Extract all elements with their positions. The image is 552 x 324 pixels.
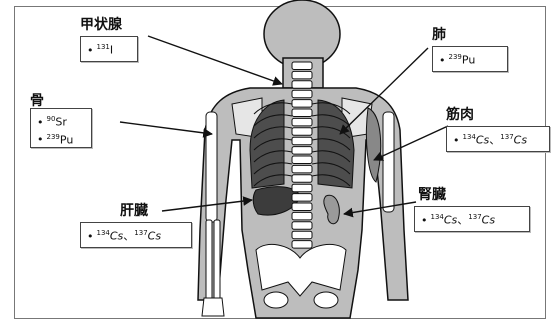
vertebra (292, 71, 312, 79)
nuclide-row: •239Pu (439, 50, 501, 68)
vertebra (292, 203, 312, 211)
nuclide-row: •90Sr (37, 112, 85, 130)
vertebra (292, 147, 312, 155)
label-liver: 肝臓 (120, 200, 148, 220)
box-muscle: •134Cs、137Cs (446, 126, 550, 152)
vertebra (292, 241, 312, 249)
vertebra (292, 128, 312, 136)
vertebra (292, 222, 312, 230)
vertebra (292, 62, 312, 70)
box-kidney: •134Cs、137Cs (414, 206, 530, 232)
vertebra (292, 231, 312, 239)
vertebra (292, 109, 312, 117)
vertebra (292, 81, 312, 89)
label-thyroid: 甲状腺 (80, 14, 122, 34)
label-lung: 肺 (432, 24, 446, 44)
vertebra (292, 194, 312, 202)
nuclide-row: •131I (87, 40, 131, 58)
vertebra (292, 137, 312, 145)
vertebra (292, 165, 312, 173)
vertebra (292, 118, 312, 126)
nuclide-row: •239Pu (37, 130, 85, 148)
label-bone: 骨 (30, 90, 44, 110)
nuclide-row: •134Cs、137Cs (421, 210, 523, 228)
box-lung: •239Pu (432, 46, 508, 72)
arrow-thyroid (148, 36, 282, 84)
vertebra (292, 175, 312, 183)
vertebra (292, 90, 312, 98)
box-liver: •134Cs、137Cs (80, 222, 192, 248)
box-bone: •90Sr •239Pu (30, 108, 92, 148)
nuclide-row: •134Cs、137Cs (87, 226, 185, 244)
label-muscle: 筋肉 (446, 104, 474, 124)
vertebra (292, 212, 312, 220)
nuclide-row: •134Cs、137Cs (453, 130, 543, 148)
vertebra (292, 156, 312, 164)
vertebra (292, 184, 312, 192)
arrow-bone (120, 122, 212, 134)
label-kidney: 腎臓 (418, 184, 446, 204)
vertebra (292, 100, 312, 108)
box-thyroid: •131I (80, 36, 138, 62)
